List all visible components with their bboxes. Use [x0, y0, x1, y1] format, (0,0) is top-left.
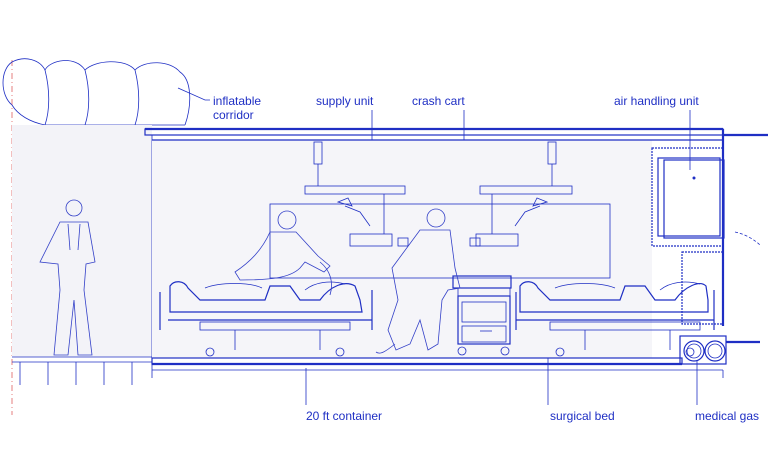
medical-gas: [679, 335, 760, 365]
inflatable-corridor: [2, 58, 191, 385]
label-surgical-bed: surgical bed: [550, 409, 615, 423]
back-wall-panel: [269, 203, 611, 279]
label-inflatable-corridor-line1: inflatable: [213, 94, 262, 108]
label-air-handling-unit: air handling unit: [614, 94, 699, 108]
figure-staff-left: [234, 210, 332, 296]
surgical-bed-left: [159, 281, 373, 357]
label-supply-unit: supply unit: [316, 94, 374, 108]
supply-units: [304, 141, 573, 247]
figure-outside: [39, 199, 96, 356]
crash-cart: [452, 275, 512, 356]
air-handling-unit: [651, 147, 725, 325]
label-crash-cart: crash cart: [412, 94, 465, 108]
label-medical-gas: medical gas: [695, 409, 760, 423]
label-inflatable-corridor-line2: corridor: [213, 108, 254, 122]
surgical-bed-right: [515, 281, 715, 357]
label-container: 20 ft container: [306, 409, 383, 423]
container-shell: [144, 127, 768, 378]
figure-staff-center: [375, 208, 461, 354]
